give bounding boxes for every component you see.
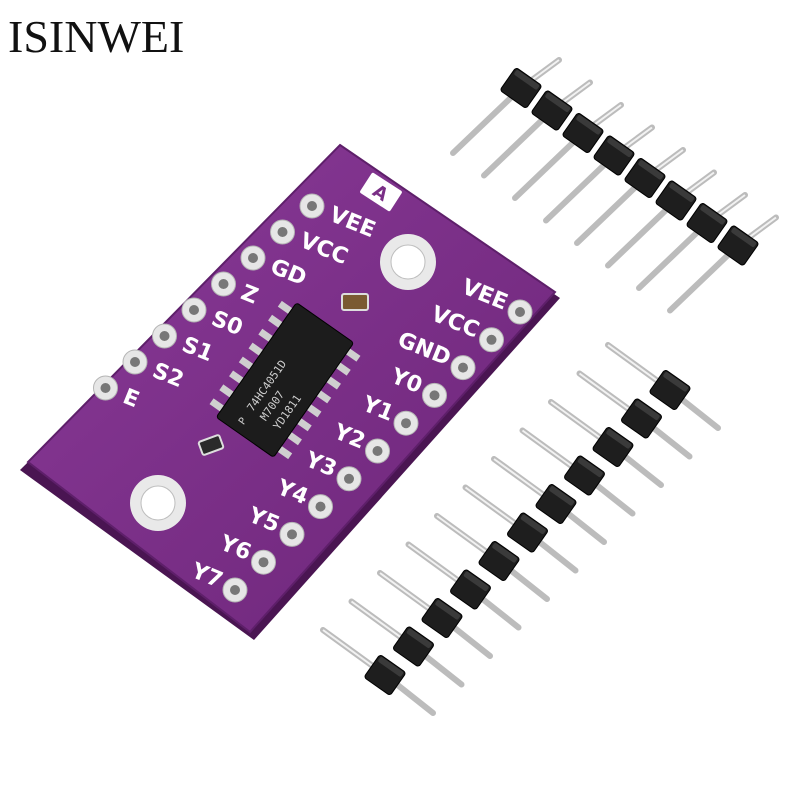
header-block-highlight [463,571,489,592]
smd-capacitor [341,293,369,311]
header-block [649,370,691,410]
pad-hole [130,357,140,367]
header-block-highlight [520,514,546,535]
pad-hole [258,557,269,568]
watermark-logo-text: ISINWEI [8,11,185,62]
header-block [624,158,666,198]
header-pin [512,130,586,201]
pad-hole [189,305,199,315]
header-block-highlight [378,657,404,677]
ic-chip: 74HC4051D M7007 YD1811 P [209,300,361,460]
header-block-highlight [638,160,664,180]
board-logo [360,172,402,212]
pad-hole [287,529,297,540]
header-block-highlight [634,400,660,421]
header-block [421,598,463,638]
header-block [655,180,697,221]
header-block-highlight [663,372,689,392]
smd-resistor [197,434,225,456]
header-pin [574,175,648,246]
header-block-highlight [700,205,726,225]
header-block [364,655,406,695]
header-block-highlight [576,115,602,135]
pad-hole [401,418,411,429]
header-block-highlight [492,543,518,563]
header-block [562,113,604,153]
header-block-highlight [607,137,633,158]
pad-hole [159,331,170,341]
header-block-highlight [435,600,461,620]
pad-hole [100,383,111,393]
pad-hole [307,201,317,211]
header-pin [450,85,524,156]
header-pin [636,220,710,291]
mounting-hole [130,475,186,531]
chip-marking-p: P [237,416,249,427]
header-pin [481,107,555,179]
pcb-board: A 74HC4051D M7007 YD1811 P VEEVCCGDZS0S1… [20,143,560,640]
mounting-hole [380,234,436,290]
header-block-highlight [514,70,540,90]
header-block [621,398,662,439]
header-block [592,427,634,467]
header-block [450,569,491,610]
pad-hole [218,279,229,289]
pad-hole [515,307,525,317]
header-block [535,484,577,524]
pad-hole [486,334,497,345]
header-block [564,455,605,496]
pad-hole [372,446,383,456]
header-block-highlight [545,92,571,113]
header-block-highlight [577,457,603,478]
header-block [593,135,635,176]
pad-hole [458,362,468,373]
header-block [507,512,548,553]
pad-hole [277,227,288,237]
header-block-highlight [669,182,695,203]
pin-header-8 [450,57,779,314]
pad-hole [230,585,240,595]
header-block [531,90,573,131]
header-block [717,225,759,266]
header-pin [667,242,741,314]
pad-hole [429,390,440,401]
header-block-highlight [406,628,432,649]
header-block-highlight [731,227,757,248]
header-pin [543,152,617,224]
header-block-highlight [606,429,632,449]
header-block [686,203,728,243]
header-block [500,68,542,108]
header-block [478,541,520,581]
pad-hole [248,253,258,263]
header-block-highlight [549,486,575,506]
header-block [393,626,434,667]
header-pin [605,197,679,269]
pin-header-11 [320,342,721,716]
pad-hole [344,473,354,484]
pad-hole [315,501,326,512]
